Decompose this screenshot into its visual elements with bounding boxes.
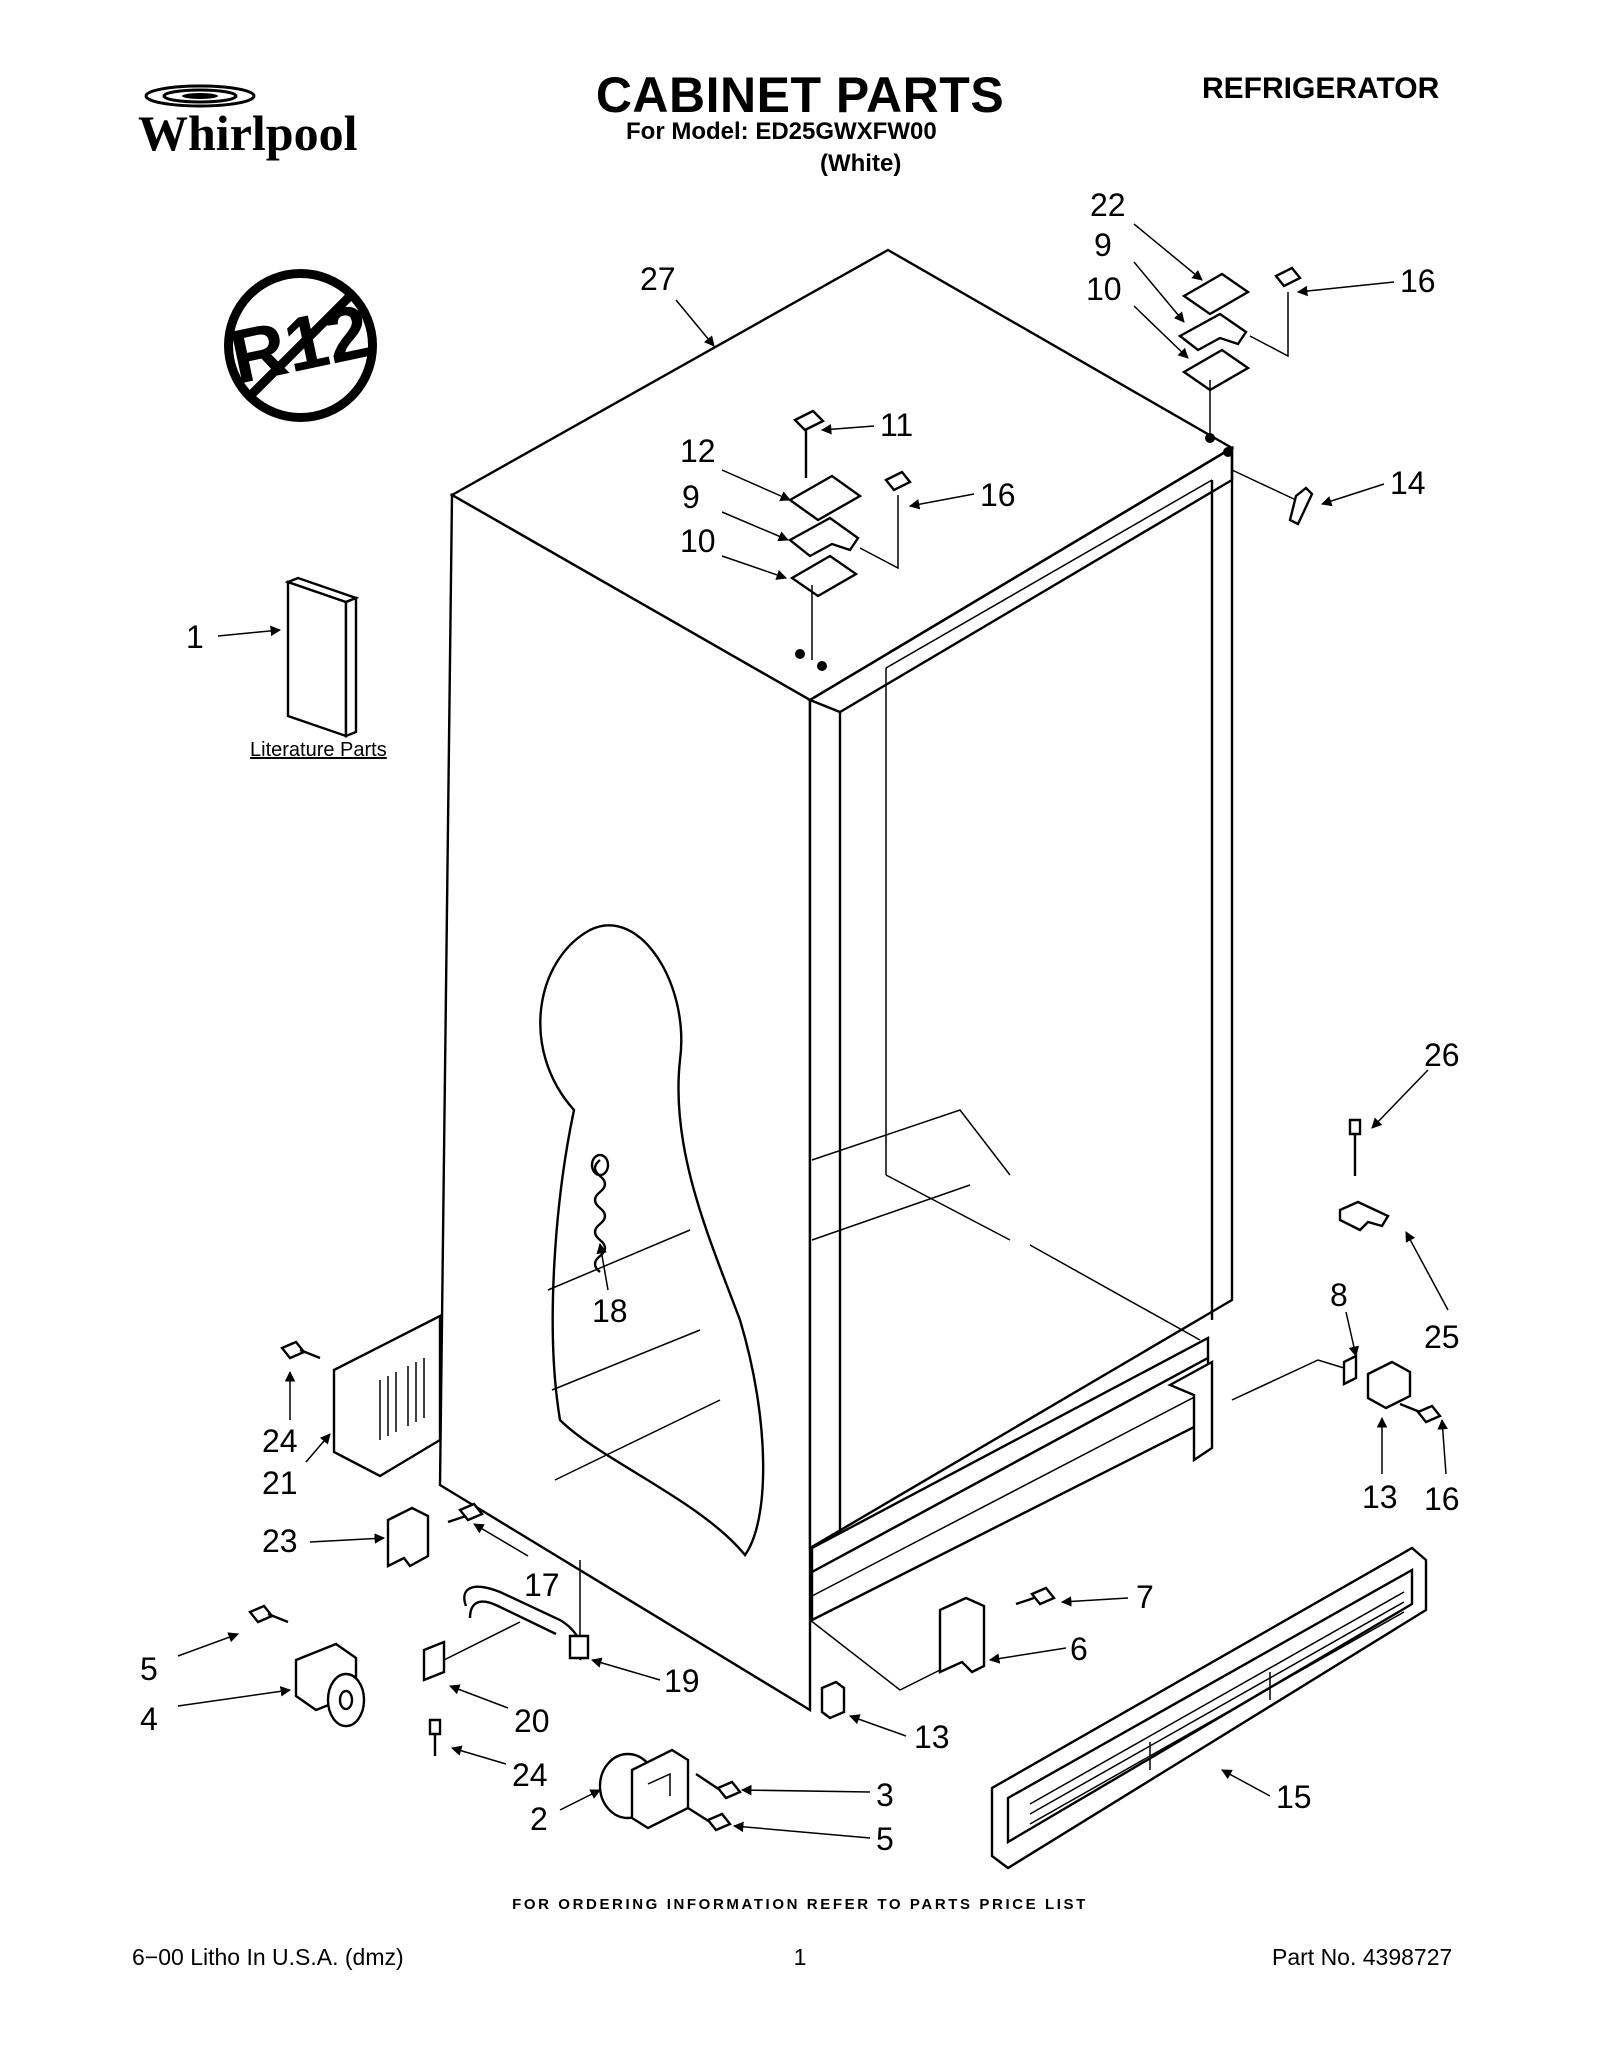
- right-bracket-part-13: [1231, 1354, 1412, 1410]
- part-number: Part No. 4398727: [1272, 1944, 1453, 1970]
- screw-part: [248, 1118, 1442, 1832]
- page-title: CABINET PARTS: [595, 67, 1005, 123]
- clip-part-14: [1231, 469, 1314, 526]
- callout-7: 7: [1136, 1579, 1154, 1615]
- callout-9-right: 9: [1094, 227, 1112, 263]
- cabinet-body: [438, 248, 1235, 1713]
- callout-leaders: [177, 223, 1449, 1839]
- callout-16-right: 16: [1424, 1481, 1460, 1517]
- callout-labels: 27 22 9 10 16 14 11 12 9 10 16 1 Literat…: [140, 187, 1460, 1857]
- callout-24-bottom: 24: [512, 1757, 548, 1793]
- callout-16-top: 16: [1400, 263, 1436, 299]
- callout-23: 23: [262, 1523, 298, 1559]
- water-tube-part: [422, 1560, 590, 1682]
- callout-17: 17: [524, 1567, 560, 1603]
- callout-27: 27: [640, 261, 676, 297]
- callout-19: 19: [664, 1663, 700, 1699]
- model-line: For Model: ED25GWXFW00: [626, 118, 937, 145]
- callout-8: 8: [1330, 1277, 1348, 1313]
- callout-6: 6: [1070, 1631, 1088, 1667]
- callout-25: 25: [1424, 1319, 1460, 1355]
- cabinet-cutaway: [539, 924, 765, 1557]
- literature-book-part: [284, 576, 360, 738]
- appliance-category: REFRIGERATOR: [1202, 72, 1440, 105]
- bracket-part-13-front: [820, 1680, 846, 1720]
- hinge-bracket-part-23: [386, 1506, 430, 1568]
- callout-3: 3: [876, 1777, 894, 1813]
- callout-21: 21: [262, 1465, 298, 1501]
- callout-5-left: 5: [140, 1651, 158, 1687]
- callout-10-left: 10: [680, 523, 716, 559]
- whirlpool-logo: Whirlpool: [138, 84, 358, 161]
- callout-13-right: 13: [1362, 1479, 1398, 1515]
- callout-11: 11: [880, 407, 913, 443]
- base-grille-part-15: [990, 1546, 1428, 1870]
- callout-1: 1: [186, 619, 204, 655]
- top-hinge-left: [787, 409, 912, 671]
- callout-2: 2: [530, 1801, 548, 1837]
- callout-12: 12: [680, 433, 716, 469]
- ordering-note: FOR ORDERING INFORMATION REFER TO PARTS …: [512, 1896, 1088, 1913]
- top-hinge-right: [1177, 266, 1302, 457]
- prohibition-slash-icon: [246, 291, 355, 400]
- callout-16-mid: 16: [980, 477, 1016, 513]
- no-r12-badge: R12: [223, 269, 377, 422]
- callout-15: 15: [1276, 1779, 1312, 1815]
- drain-coil-part: [590, 1153, 610, 1273]
- callout-5-bottom: 5: [876, 1821, 894, 1857]
- brand-logo-text: Whirlpool: [138, 105, 358, 161]
- front-bracket-part-6: [809, 1596, 986, 1691]
- litho-note: 6−00 Litho In U.S.A. (dmz): [132, 1944, 404, 1970]
- callout-14: 14: [1390, 465, 1426, 501]
- callout-20: 20: [514, 1703, 550, 1739]
- swirl-icon: [144, 84, 256, 108]
- callout-10-right: 10: [1086, 271, 1122, 307]
- page-number: 1: [793, 1944, 807, 1970]
- rear-cover-part: [332, 1314, 442, 1478]
- callout-22: 22: [1090, 187, 1126, 223]
- callout-24-left: 24: [262, 1423, 298, 1459]
- callout-26: 26: [1424, 1037, 1460, 1073]
- callout-9-left: 9: [682, 479, 700, 515]
- roller-part-4: [294, 1642, 366, 1728]
- right-bracket-part-25: [1338, 1200, 1390, 1232]
- callout-13-front: 13: [914, 1719, 950, 1755]
- callout-4: 4: [140, 1701, 158, 1737]
- front-roller-part-2: [598, 1748, 690, 1830]
- color-line: (White): [820, 150, 902, 177]
- callout-18: 18: [592, 1293, 628, 1329]
- literature-parts-caption: Literature Parts: [250, 739, 387, 761]
